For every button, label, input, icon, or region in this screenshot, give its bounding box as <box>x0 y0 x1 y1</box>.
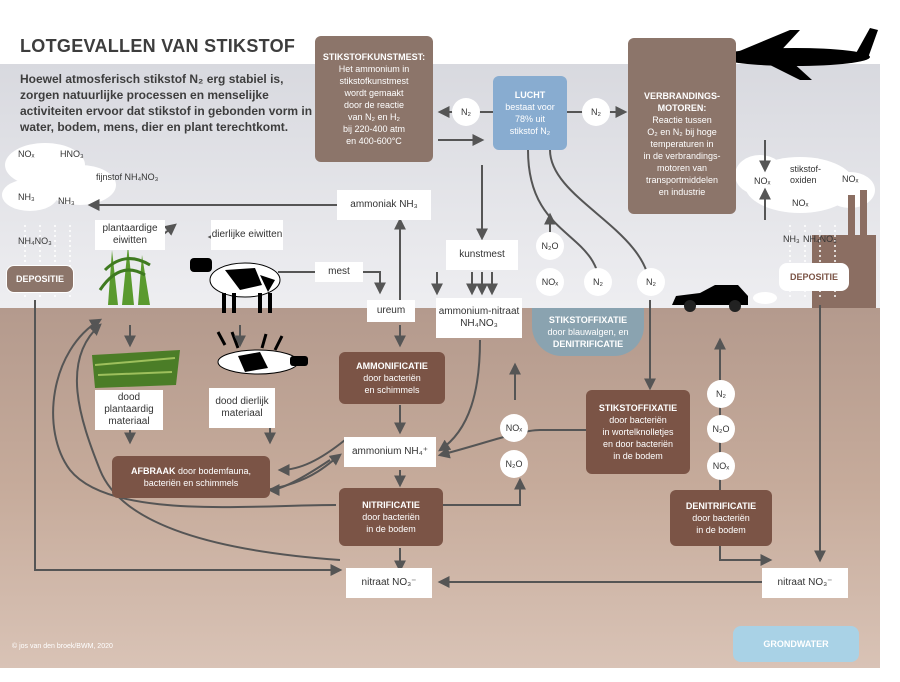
nox-circle-top: NOₓ <box>536 268 564 296</box>
n2-circle-fix2: N₂ <box>637 268 665 296</box>
intro-text: Hoewel atmosferisch stikstof N₂ erg stab… <box>20 72 313 134</box>
n2-circle-right: N₂ <box>582 98 610 126</box>
n2-circle-left: N₂ <box>452 98 480 126</box>
mest-box: mest <box>315 262 363 282</box>
ammonium-box: ammonium NH₄⁺ <box>344 437 436 467</box>
page-title: LOTGEVALLEN VAN STIKSTOF <box>20 36 296 56</box>
n2-circle-denit: N₂ <box>707 380 735 408</box>
atm-nh3-left-label: NH₃ <box>18 192 35 202</box>
deposition-left: DEPOSITIE <box>6 265 74 293</box>
ureum-box: ureum <box>367 300 415 322</box>
corn-plant-icon <box>98 245 151 305</box>
dead-cow-icon <box>216 331 308 375</box>
kunstmest-production-box: STIKSTOFKUNSTMEST: Het ammonium in stiks… <box>315 36 433 162</box>
ammoniak-box: ammoniak NH₃ <box>337 190 431 220</box>
nox-circle-right: NOₓ <box>707 452 735 480</box>
n2o-circle-right: N₂O <box>707 415 735 443</box>
dood-plantaardig-box: dood plantaardig materiaal <box>95 390 163 430</box>
cloud-left <box>2 143 116 211</box>
n2o-circle-mid: N₂O <box>500 450 528 478</box>
atm-stikstofoxiden-label: stikstof-oxiden <box>790 164 822 185</box>
dood-dierlijk-box: dood dierlijk materiaal <box>209 388 275 428</box>
n2-circle-fix1: N₂ <box>584 268 612 296</box>
airplane-icon <box>720 28 878 80</box>
dierlijke-eiwitten-box: dierlijke eiwitten <box>211 220 283 250</box>
atm-nh4no3-right-label: NH₄NO₃ <box>803 234 837 244</box>
car-icon <box>672 285 777 312</box>
dead-plant-icon <box>92 350 180 388</box>
grondwater-box: GRONDWATER <box>733 626 859 662</box>
nitraat-left-box: nitraat NO₃⁻ <box>346 568 432 598</box>
atm-fijnstof-label: fijnstof NH₄NO₃ <box>96 172 159 182</box>
cloud-right <box>735 155 875 213</box>
kunstmest-box: kunstmest <box>446 240 518 270</box>
ammoniumnitraat-box: ammonium-nitraat NH₄NO₃ <box>436 298 522 338</box>
verbrandingsmotoren-box: VERBRANDINGS-MOTOREN: Reactie tussen O₂ … <box>628 38 736 214</box>
atm-nox-label: NOₓ <box>18 149 35 159</box>
stikstoffixatie-bacterien-box: STIKSTOFFIXATIE door bacteriën in wortel… <box>586 390 690 474</box>
atm-nh3-mid-label: NH₃ <box>58 196 75 206</box>
lucht-box: LUCHT bestaat voor 78% uit stikstof N₂ <box>493 76 567 150</box>
cow-icon <box>190 258 281 313</box>
plantaardige-eiwitten-box: plantaardige eiwitten <box>95 220 165 250</box>
credit-text: © jos van den broek/BWM, 2020 <box>12 643 113 650</box>
nox-circle-mid: NOₓ <box>500 414 528 442</box>
atm-nox-right2-label: NOₓ <box>842 174 859 184</box>
afbraak-box: AFBRAAK door bodemfauna, bacteriën en sc… <box>112 456 270 498</box>
atm-nh4no3-left-label: NH₄NO₃ <box>18 236 52 246</box>
n2o-circle-top: N₂O <box>536 232 564 260</box>
atm-hno3-label: HNO₃ <box>60 149 84 159</box>
nitraat-right-box: nitraat NO₃⁻ <box>762 568 848 598</box>
atm-nox-right3-label: NOₓ <box>792 198 809 208</box>
atm-nox-right1-label: NOₓ <box>754 176 771 186</box>
deposition-right: DEPOSITIE <box>779 263 849 291</box>
stikstoffixatie-blauwalgen-box: STIKSTOFFIXATIE door blauwalgen, en DENI… <box>532 308 644 356</box>
atm-nh3-right-label: NH₃ <box>783 234 800 244</box>
